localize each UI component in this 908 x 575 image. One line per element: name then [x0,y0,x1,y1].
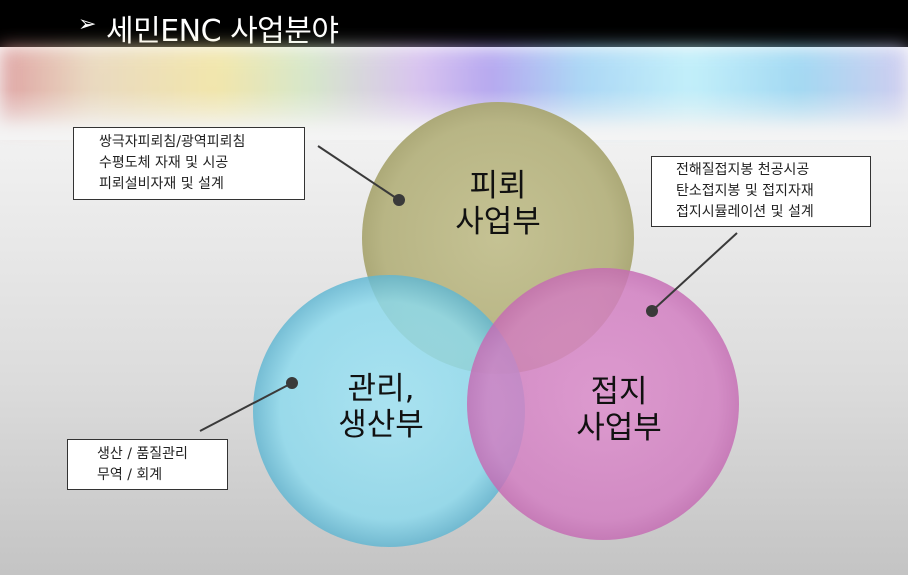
connector-dot-bottom-left [286,377,298,389]
connector-dot-top-right [646,305,658,317]
connector-line-bottom-left [199,382,293,432]
circle-grounding-division [467,268,739,540]
page-title: 세민ENC 사업분야 [106,14,339,49]
label-lightning-division: 피뢰 사업부 [438,168,558,240]
note-line: 쌍극자피뢰침/광역피뢰침 [99,134,246,150]
note-grounding-services: 전해질접지봉 천공시공 탄소접지봉 및 접지자재 접지시뮬레이션 및 설계 [651,156,871,227]
note-lightning-services: 쌍극자피뢰침/광역피뢰침 수평도체 자재 및 시공 피뢰설비자재 및 설계 [73,127,305,200]
note-management-services: 생산 / 품질관리 무역 / 회계 [67,439,228,490]
bullet-arrow-icon: ➢ [78,12,97,37]
connector-line-top-left [317,145,400,201]
note-line: 생산 / 품질관리 [97,446,188,462]
label-line-1: 관리, [347,371,415,407]
note-line: 무역 / 회계 [97,467,163,483]
note-line: 수평도체 자재 및 시공 [99,155,229,171]
note-line: 피뢰설비자재 및 설계 [99,176,224,192]
label-grounding-division: 접지 사업부 [559,374,679,446]
label-management-division: 관리, 생산부 [321,371,441,443]
connector-line-top-right [651,232,738,312]
connector-dot-top-left [393,194,405,206]
note-line: 전해질접지봉 천공시공 [676,162,810,178]
label-line-2: 생산부 [338,407,424,443]
circle-management-division [253,275,525,547]
label-line-2: 사업부 [455,204,541,240]
label-line-2: 사업부 [576,410,662,446]
title-bar: ➢ 세민ENC 사업분야 [0,0,908,49]
label-line-1: 접지 [590,374,648,410]
label-line-1: 피뢰 [469,168,527,204]
note-line: 탄소접지봉 및 접지자재 [676,183,814,199]
note-line: 접지시뮬레이션 및 설계 [676,204,814,220]
